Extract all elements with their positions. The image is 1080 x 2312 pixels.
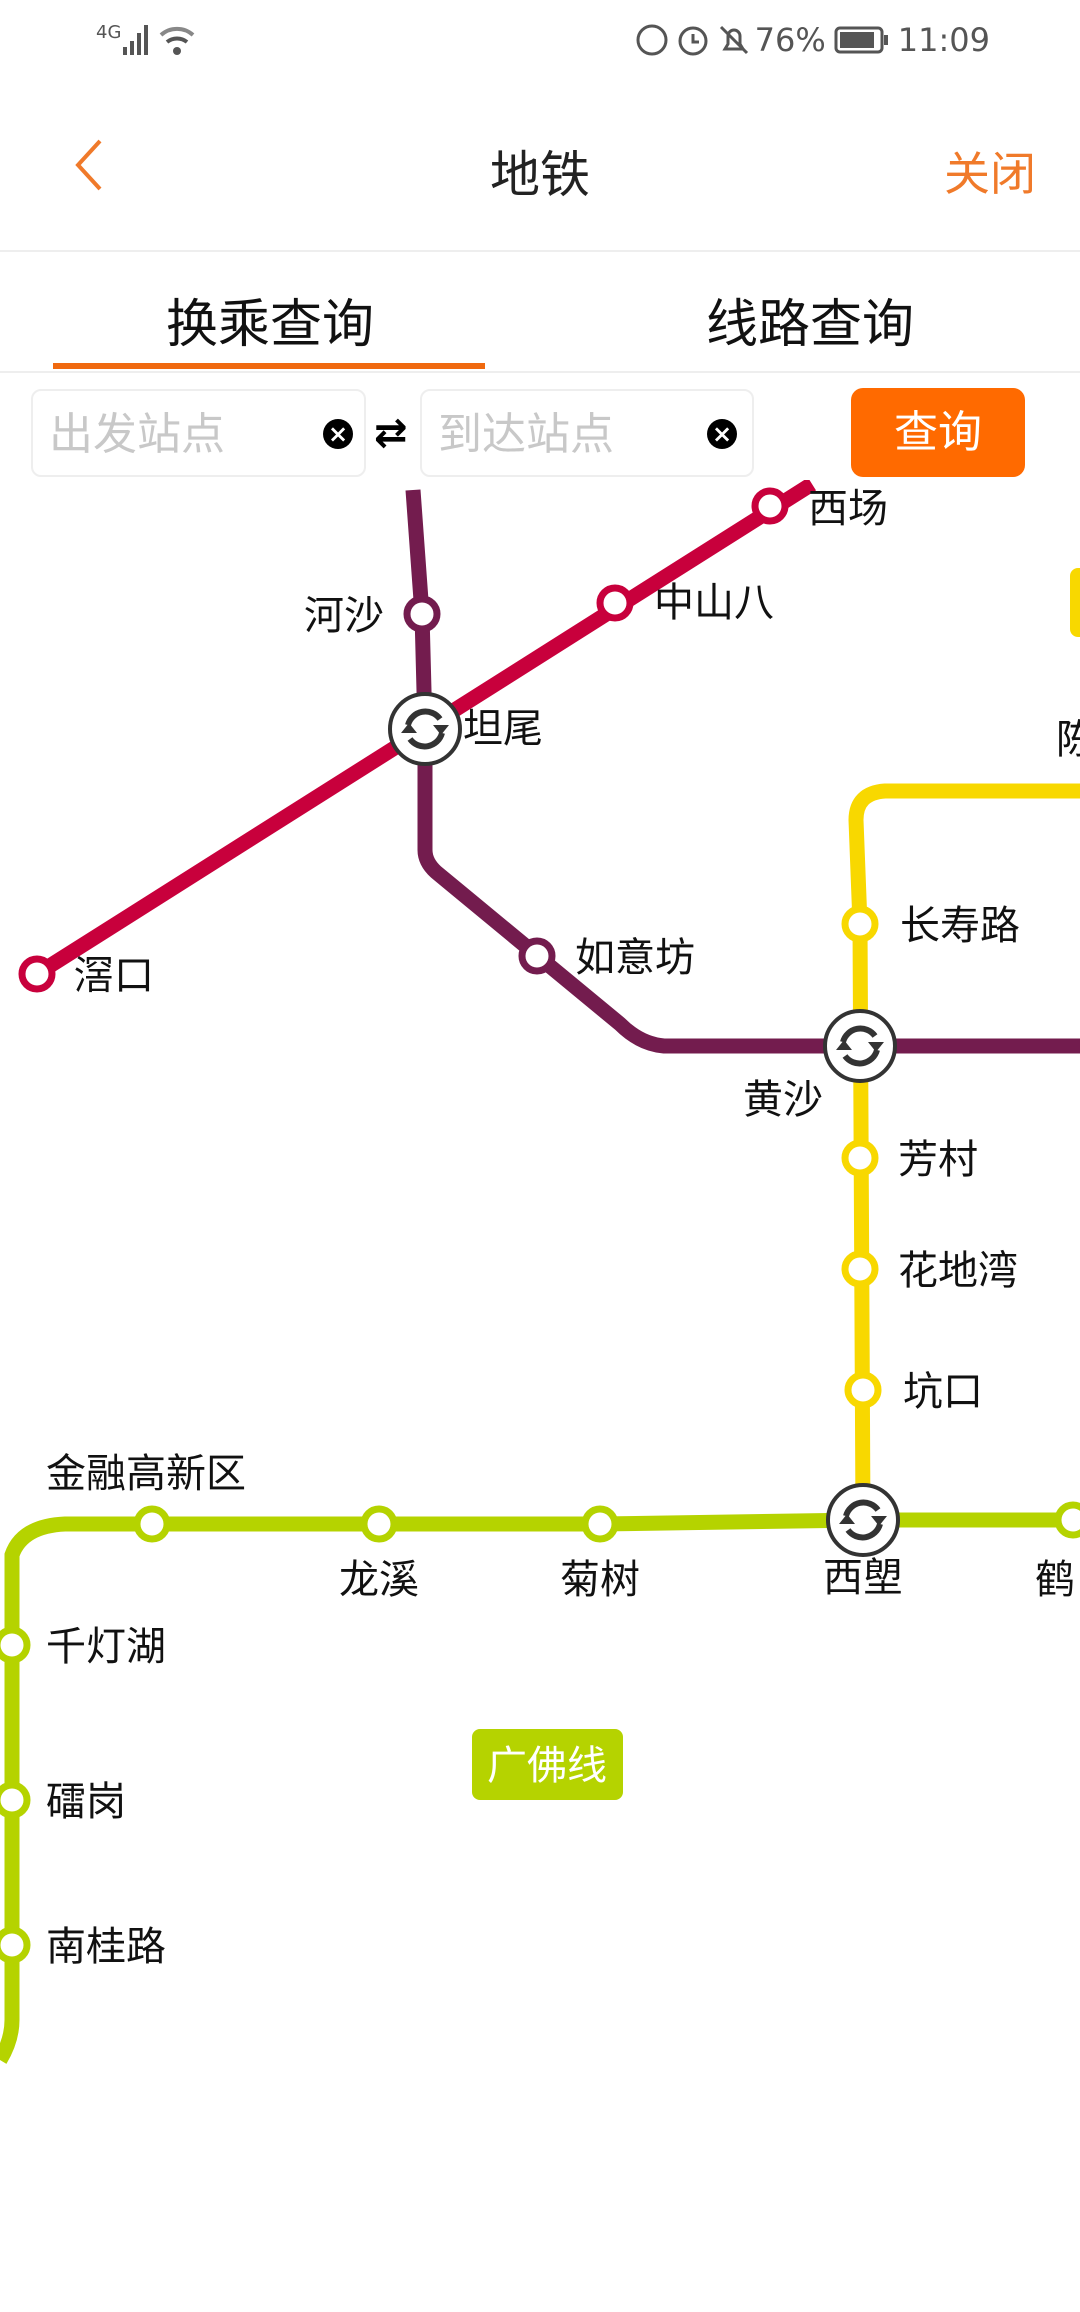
transfer-arrow-icon [843, 1499, 881, 1517]
station-dot[interactable] [841, 1250, 879, 1288]
tab-transfer-query[interactable]: 换乘查询 [165, 295, 374, 355]
departure-field: × [31, 389, 366, 477]
station-label[interactable]: 坦尾 [463, 706, 543, 752]
battery-percent: 76% [754, 21, 826, 59]
station-label[interactable]: 鹤 [1035, 1557, 1075, 1603]
active-tab-indicator [53, 363, 485, 369]
tab-line-query[interactable]: 线路查询 [705, 295, 914, 355]
transfer-arrow-icon [871, 1516, 887, 1526]
network-label: 4G [96, 22, 122, 43]
line-yellow [848, 783, 1080, 1521]
transfer-arrow-icon [839, 1514, 855, 1524]
transfer-arrow-icon [401, 723, 417, 733]
station-dot[interactable] [844, 1371, 882, 1409]
top-panel: 4G 76% 11:09 地铁 关闭 换乘查询 线路查询 × ⇄ × 查询 [0, 0, 1080, 480]
transfer-arrow-icon [868, 1042, 884, 1052]
clock: 11:09 [897, 21, 990, 59]
station-dot[interactable] [0, 1626, 31, 1664]
station-dot[interactable] [18, 955, 56, 993]
mute-icon [719, 25, 748, 55]
station-dot[interactable] [403, 595, 441, 633]
close-button[interactable]: 关闭 [944, 147, 1036, 201]
station-dot[interactable] [0, 1781, 31, 1819]
line-green [0, 1512, 1080, 2064]
station-dot[interactable] [841, 905, 879, 943]
yellow-line-badge [1070, 568, 1080, 637]
interchange-icon [823, 1009, 897, 1083]
station-label[interactable]: 花地湾 [898, 1248, 1018, 1294]
battery-icon [834, 26, 888, 54]
signal-icon [123, 25, 149, 55]
station-label[interactable]: 菊树 [560, 1557, 640, 1603]
station-dot[interactable] [581, 1505, 619, 1543]
transfer-arrow-icon [845, 1523, 883, 1541]
line-purple [405, 489, 1080, 1054]
transfer-arrow-icon [842, 1049, 880, 1067]
clear-departure-icon[interactable]: × [323, 419, 353, 449]
data-saver-icon [636, 24, 668, 56]
station-label[interactable]: 黄沙 [743, 1077, 823, 1123]
query-button[interactable]: 查询 [851, 388, 1025, 477]
status-left: 4G [96, 18, 197, 62]
station-label[interactable]: 金融高新区 [46, 1451, 246, 1497]
status-right: 76% 11:09 [635, 18, 990, 62]
station-label[interactable]: 西塱 [823, 1555, 903, 1601]
station-dot[interactable] [1054, 1501, 1080, 1539]
station-label[interactable]: 龙溪 [339, 1557, 419, 1603]
clear-arrival-icon[interactable]: × [707, 419, 737, 449]
station-label[interactable]: 中山八 [654, 580, 774, 626]
station-label[interactable]: 滘口 [74, 953, 154, 999]
page-title: 地铁 [490, 146, 590, 204]
station-dot[interactable] [133, 1505, 171, 1543]
station-label[interactable]: 千灯湖 [46, 1624, 166, 1670]
alarm-icon [678, 26, 708, 56]
station-dot[interactable] [596, 584, 634, 622]
station-label[interactable]: 坑口 [903, 1369, 983, 1415]
station-label[interactable]: 长寿路 [900, 903, 1020, 949]
station-label[interactable]: 礌岗 [46, 1779, 126, 1825]
transfer-arrow-icon [840, 1025, 878, 1043]
station-label[interactable]: 西场 [808, 486, 888, 532]
station-label[interactable]: 芳村 [898, 1137, 978, 1183]
station-label[interactable]: 陈 [1056, 717, 1080, 763]
transfer-arrow-icon [407, 732, 445, 750]
interchange-icon [826, 1483, 900, 1557]
line-label: 广佛线 [487, 1743, 607, 1789]
transfer-arrow-icon [405, 708, 443, 726]
swap-stations-button[interactable]: ⇄ [374, 410, 408, 456]
station-dot[interactable] [751, 487, 789, 525]
station-dot[interactable] [360, 1505, 398, 1543]
line-label-badge [472, 1729, 623, 1800]
transfer-arrow-icon [836, 1040, 852, 1050]
header-divider [0, 250, 1080, 252]
station-label[interactable]: 如意坊 [575, 935, 695, 981]
station-label[interactable]: 河沙 [304, 593, 384, 639]
station-dot[interactable] [841, 1139, 879, 1177]
station-dot[interactable] [0, 1926, 31, 1964]
arrival-field: × [420, 389, 754, 477]
transfer-arrow-icon [433, 725, 449, 735]
departure-input[interactable] [47, 405, 311, 463]
back-button[interactable] [70, 135, 110, 195]
arrival-input[interactable] [436, 405, 700, 463]
station-dot[interactable] [518, 937, 556, 975]
station-label[interactable]: 南桂路 [46, 1924, 166, 1970]
interchange-icon [388, 692, 462, 766]
tabs-divider [0, 371, 1080, 373]
wifi-icon [160, 26, 195, 55]
